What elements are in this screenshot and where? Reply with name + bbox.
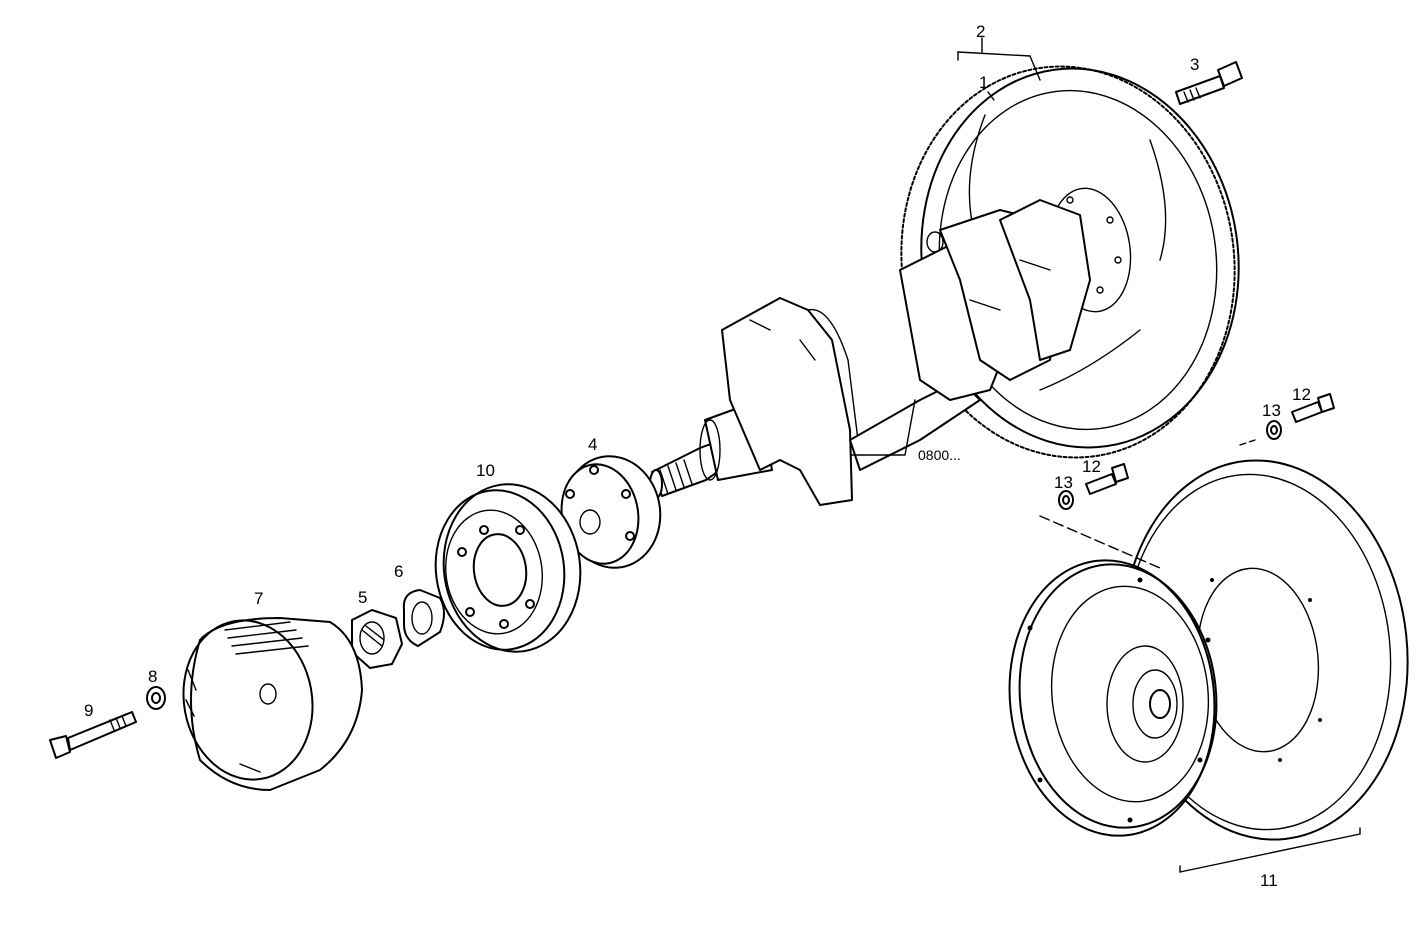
crankshaft (649, 199, 1091, 506)
vibration-damper (182, 617, 363, 791)
callout-9: 9 (84, 701, 93, 720)
callout-5: 5 (358, 588, 367, 607)
callout-4: 4 (588, 435, 597, 454)
callout-13-lower: 13 (1054, 473, 1073, 492)
flexplate-bolt-lower (1085, 463, 1129, 495)
hex-nut (351, 609, 403, 669)
washer-lower (1058, 490, 1074, 510)
callout-1: 1 (979, 73, 988, 92)
callout-10: 10 (476, 461, 495, 480)
washer (146, 686, 166, 710)
bolt (49, 711, 137, 759)
flywheel-ring-gear (900, 65, 1240, 459)
callout-3: 3 (1190, 55, 1199, 74)
callout-12-lower: 12 (1082, 457, 1101, 476)
callout-13-upper: 13 (1262, 401, 1281, 420)
crank-hub (560, 455, 662, 569)
callout-2: 2 (976, 22, 985, 41)
callout-11: 11 (1260, 871, 1278, 890)
flexplate-bolt-upper (1291, 393, 1335, 423)
callout-labels: 1 2 3 4 5 6 7 8 9 10 11 12 12 13 13 0800… (84, 22, 1311, 890)
callout-8: 8 (148, 667, 157, 686)
washer-upper (1266, 420, 1282, 440)
lock-washer (402, 589, 445, 647)
callout-6: 6 (394, 562, 403, 581)
v-belt-pulley (434, 483, 582, 653)
callout-7: 7 (254, 589, 263, 608)
reference-code: 0800... (918, 447, 961, 463)
flywheel-stud (1175, 61, 1243, 105)
callout-12-upper: 12 (1292, 385, 1311, 404)
leader-lines (851, 37, 1361, 873)
drive-plate-assembly (1008, 459, 1409, 841)
